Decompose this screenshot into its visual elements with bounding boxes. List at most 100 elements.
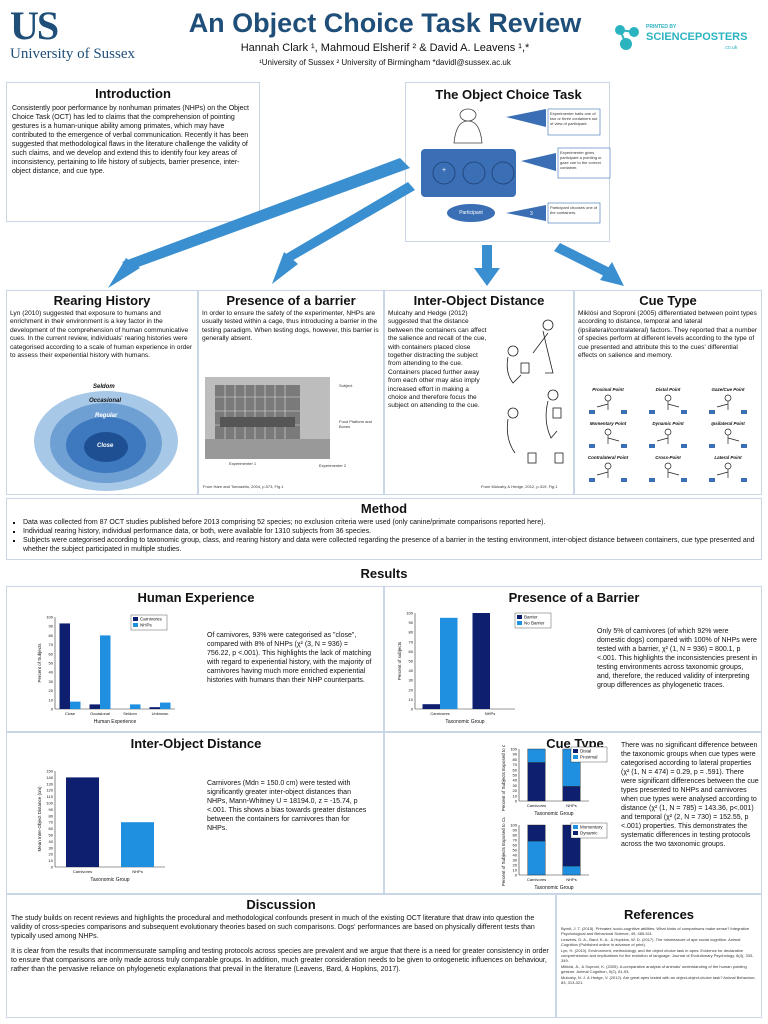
university-name: University of Sussex — [10, 46, 135, 62]
method-bullet: Data was collected from 87 OCT studies p… — [23, 518, 757, 527]
results-heading: Results — [360, 566, 408, 581]
cue-type-item: Gaze/Cue Point — [699, 387, 757, 419]
bar — [422, 704, 440, 709]
reference-item: Byrnit, J. T. (2015). Primates' socio-co… — [561, 926, 750, 936]
sponsor-name: SCIENCEPOSTERS — [646, 31, 748, 43]
barrier-label-exp2: Experimenter 2 — [319, 463, 347, 468]
x-axis-label: Taxonomic Group — [534, 885, 573, 891]
rearing-panel: Rearing History Lyn (2010) suggested tha… — [6, 290, 198, 495]
x-tick-label: Carnivores — [527, 877, 546, 882]
cue-heading: Cue Type — [639, 293, 697, 308]
bar — [70, 701, 81, 709]
barrier-label-exp1: Experimenter 1 — [229, 461, 257, 466]
discussion-panel: Discussion The study builds on recent re… — [6, 894, 556, 1018]
y-tick-label: 80 — [513, 833, 518, 838]
cue-figure-icon — [709, 428, 747, 448]
oct-step1: Experimenter baits one of two or three c… — [550, 111, 598, 126]
y-tick-label: 90 — [409, 620, 414, 625]
y-axis-label: Percent of subjects — [397, 641, 402, 680]
university-logo: US University of Sussex — [10, 6, 150, 66]
y-tick-label: 60 — [409, 649, 414, 654]
y-tick-label: 140 — [46, 775, 53, 780]
y-tick-label: 80 — [409, 630, 414, 635]
y-tick-label: 110 — [47, 794, 54, 799]
distance-caption: From Mulcahy & Hedge, 2012, p.319, Fig.1 — [481, 484, 558, 489]
x-tick-label: NHPs — [485, 711, 495, 716]
y-tick-label: 40 — [409, 668, 414, 673]
oct-step3: Participant chooses one of the container… — [550, 205, 598, 215]
bar — [440, 617, 458, 709]
y-tick-label: 80 — [49, 813, 54, 818]
y-axis-label: Percent of Subjects Exposed to Cue — [501, 745, 506, 811]
legend-label: Barrier — [524, 615, 538, 620]
x-tick-label: Occasional — [90, 711, 110, 716]
method-panel: Method Data was collected from 87 OCT st… — [6, 498, 762, 560]
y-tick-label: 120 — [46, 788, 53, 793]
x-tick-label: NHPs — [566, 877, 576, 882]
cue-type-item: Ipsilateral Point — [699, 421, 757, 453]
barrier-panel: Presence of a barrier In order to ensure… — [198, 290, 384, 495]
y-tick-label: 80 — [513, 757, 518, 762]
y-tick-label: 0 — [51, 865, 54, 870]
bar — [160, 702, 171, 709]
cue-type-label: Ipsilateral Point — [711, 421, 745, 426]
legend-box — [514, 612, 552, 629]
y-tick-label: 30 — [513, 858, 518, 863]
legend-label: No Barrier — [524, 621, 545, 626]
bar — [149, 707, 160, 709]
y-tick-label: 90 — [49, 807, 54, 812]
references-heading: References — [623, 907, 695, 922]
y-tick-label: 40 — [513, 778, 518, 783]
y-tick-label: 10 — [49, 697, 54, 702]
oct-step2: Experimenter gives participant a pointin… — [560, 150, 602, 170]
y-tick-label: 50 — [49, 661, 54, 666]
y-tick-label: 70 — [49, 642, 54, 647]
intro-panel: Introduction Consistently poor performan… — [6, 82, 260, 222]
legend-label: Proximal — [580, 755, 598, 760]
rearing-rings-diagram — [34, 391, 178, 491]
cue-figure-icon — [589, 394, 627, 414]
y-tick-label: 70 — [513, 838, 518, 843]
y-tick-label: 100 — [406, 611, 413, 616]
distance-result-heading: Inter-Object Distance — [130, 736, 262, 751]
y-tick-label: 30 — [49, 845, 54, 850]
cue-type-item: Proximal Point — [579, 387, 637, 419]
legend-swatch — [573, 831, 578, 835]
bar — [527, 748, 546, 763]
y-tick-label: 0 — [411, 707, 414, 712]
oct-num-1: 1 — [530, 125, 533, 131]
y-tick-label: 10 — [49, 858, 54, 863]
cue-type-label: Cross-Point — [655, 455, 681, 460]
y-tick-label: 80 — [49, 633, 54, 638]
oct-panel: The Object Choice Task 1 2 3 + Participa… — [405, 82, 611, 242]
legend-swatch — [573, 749, 578, 753]
barrier-label-subject: Subject — [339, 383, 353, 388]
legend-swatch — [573, 825, 578, 829]
y-tick-label: 0 — [51, 707, 54, 712]
cue-type-label: Gaze/Cue Point — [711, 387, 745, 392]
x-tick-label: Seldom — [123, 711, 137, 716]
cue-type-label: Contralateral Point — [587, 455, 629, 460]
distance-body: Mulcahy and Hedge (2012) suggested that … — [388, 310, 487, 410]
x-tick-label: Unknown — [152, 711, 169, 716]
bar — [562, 865, 581, 876]
oct-num-2: 2 — [542, 168, 545, 174]
bar — [100, 635, 111, 709]
y-tick-label: 10 — [513, 793, 518, 798]
y-tick-label: 10 — [513, 868, 518, 873]
y-tick-label: 20 — [49, 688, 54, 693]
ring-regular: Regular — [95, 413, 118, 419]
y-tick-label: 60 — [49, 826, 54, 831]
affiliations: ¹University of Sussex ² University of Bi… — [259, 58, 511, 67]
bar — [66, 777, 99, 867]
distance-heading: Inter-Object Distance — [413, 293, 545, 308]
legend-swatch — [133, 617, 138, 621]
x-axis-label: Taxonomic Group — [445, 719, 484, 725]
oct-num-3: 3 — [530, 211, 533, 217]
cue-type-item: Lateral Point — [699, 455, 757, 487]
barrier-heading: Presence of a barrier — [226, 293, 356, 308]
reference-item: Lyn, H. (2010). Environment, methodology… — [561, 948, 754, 963]
